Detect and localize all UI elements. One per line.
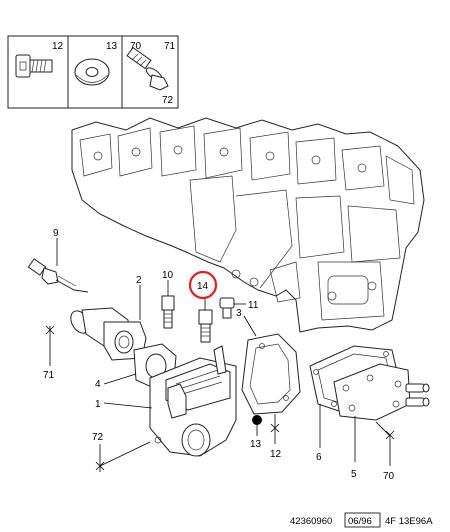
- part-13-washer: [252, 415, 262, 425]
- callout-14: 14: [197, 281, 209, 292]
- legend-label-72: 72: [162, 95, 174, 106]
- callout-5: 5: [351, 469, 357, 480]
- callout-13: 13: [250, 439, 262, 450]
- callout-72: 72: [92, 432, 104, 443]
- part-9-temperature-sensor: [27, 258, 89, 293]
- callout-1: 1: [95, 399, 101, 410]
- legend-label-71: 71: [164, 41, 176, 52]
- callout-10: 10: [162, 270, 174, 281]
- callout-9: 9: [53, 228, 59, 239]
- legend-label-12: 12: [52, 41, 64, 52]
- part-1-coolant-housing: [149, 345, 237, 457]
- part-3-gasket: [241, 333, 301, 415]
- legend-label-13: 13: [106, 41, 118, 52]
- footer-date: 06/96: [348, 516, 372, 527]
- callout-4: 4: [95, 379, 101, 390]
- footer-code: 4F 13E96A: [385, 516, 433, 527]
- cylinder-head: [71, 117, 425, 333]
- footer-ref-number: 42360960: [290, 516, 332, 527]
- parts-legend-box: 12 13 70 71 72: [7, 35, 179, 109]
- part-5-flange-plate: [333, 363, 430, 421]
- part-10-sensor: [161, 295, 175, 329]
- part-14-sensor: [198, 309, 213, 343]
- footer-reference: 42360960 06/96 4F 13E96A: [290, 512, 433, 528]
- callout-70: 70: [383, 471, 395, 482]
- washer-icon: [74, 58, 110, 86]
- bolt-socket-head-icon: [15, 54, 53, 78]
- footer-date-box: [344, 512, 381, 528]
- highlight-circle-14: [188, 270, 218, 300]
- legend-label-70: 70: [130, 41, 142, 52]
- callout-71: 71: [43, 370, 55, 381]
- part-11-plug: [219, 297, 235, 319]
- callout-12: 12: [270, 449, 282, 460]
- callout-6: 6: [316, 452, 322, 463]
- flange-bolt-icon: [126, 46, 169, 91]
- callout-11: 11: [248, 300, 259, 311]
- callout-2: 2: [136, 275, 142, 286]
- callout-3: 3: [236, 308, 242, 319]
